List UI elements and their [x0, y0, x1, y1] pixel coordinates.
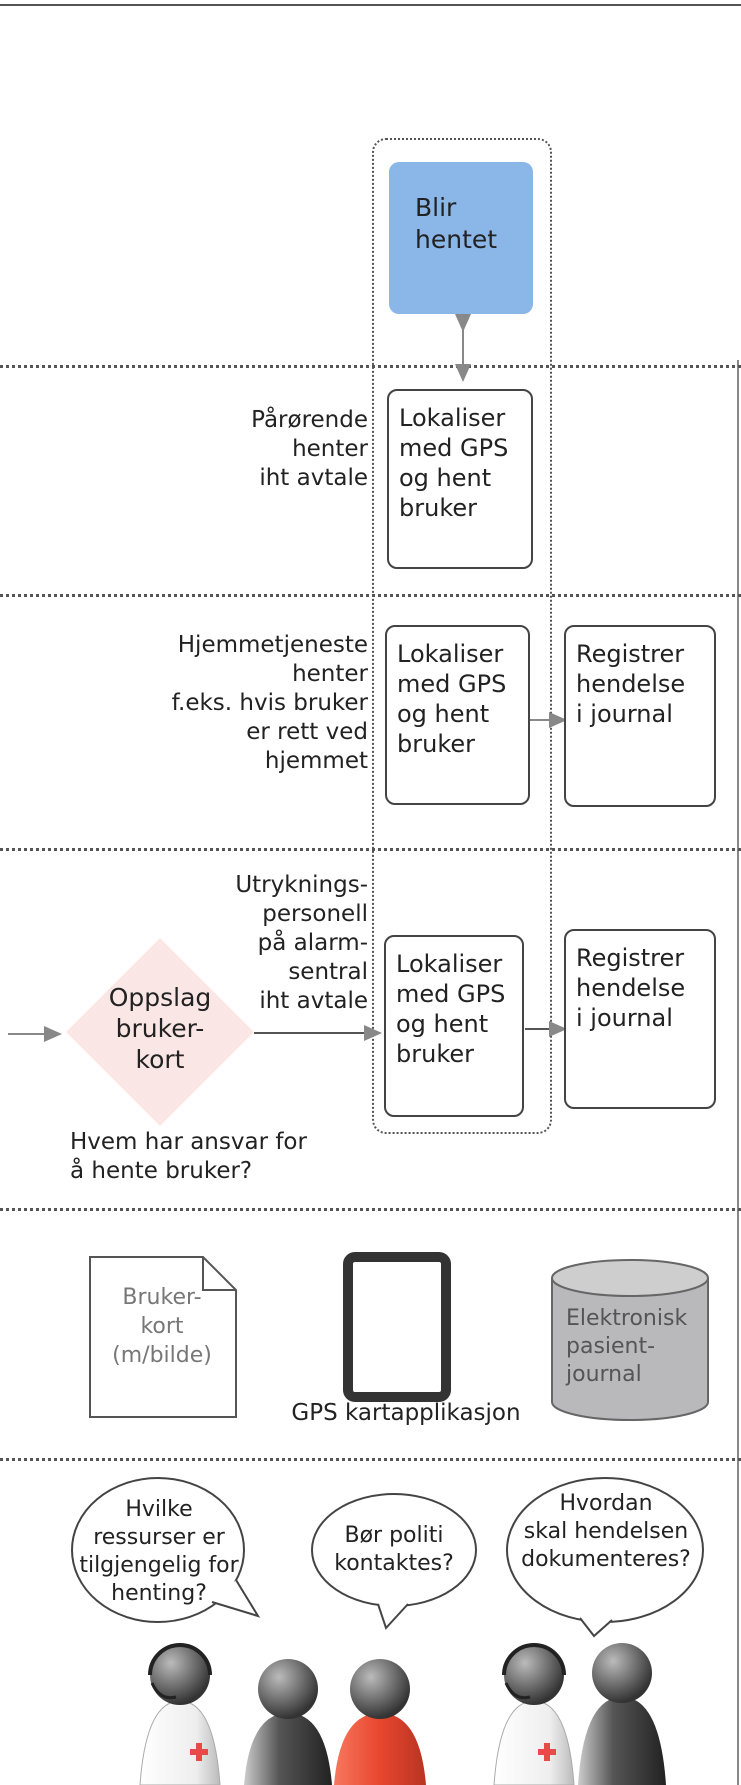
gps-caption: GPS kartapplikasjon — [291, 1400, 521, 1426]
lane3-label: Utryknings- personell på alarm- sentral … — [235, 872, 368, 1014]
people-figures — [139, 1643, 666, 1785]
bubble-2-shape — [311, 1493, 477, 1630]
lane2-locate-box: Lokaliser med GPS og hent bruker — [385, 625, 530, 805]
bubble-2-text: Bør politi kontaktes? — [334, 1523, 454, 1576]
database-label: Elektronisk pasient- journal — [566, 1306, 688, 1387]
lane2-register-box: Registrer hendelse i journal — [564, 625, 716, 807]
responsibility-question: Hvem har ansvar for å hente bruker? — [70, 1129, 307, 1184]
document-label: Bruker- kort (m/bilde) — [112, 1285, 212, 1368]
bubble-3-shape — [506, 1477, 704, 1638]
lane-separator-2 — [0, 594, 741, 597]
bubble-3-text: Hvordan skal hendelsen dokumenteres? — [521, 1491, 691, 1572]
lane-separator-5 — [0, 1458, 741, 1461]
speech-bubbles — [71, 1477, 704, 1638]
lane-separator-3 — [0, 848, 741, 851]
person-icon — [578, 1643, 666, 1785]
document-icon — [89, 1256, 237, 1418]
lane1-locate-box: Lokaliser med GPS og hent bruker — [387, 389, 533, 569]
lane1-label: Pårørende henter iht avtale — [251, 407, 368, 491]
lookup-diamond — [66, 938, 254, 1126]
diamond-label: Oppslag bruker- kort — [108, 983, 212, 1074]
lane3-register-box: Registrer hendelse i journal — [564, 929, 716, 1109]
person-icon — [334, 1659, 426, 1785]
top-border — [0, 4, 741, 6]
tablet-icon — [343, 1252, 451, 1402]
bubble-1-shape — [71, 1477, 261, 1623]
database-icon — [551, 1259, 709, 1421]
right-border — [737, 360, 739, 1785]
person-icon — [244, 1659, 332, 1785]
person-icon — [493, 1643, 575, 1785]
bubble-1-text: Hvilke ressurser er tilgjengelig for hen… — [79, 1497, 239, 1606]
blir-hentet-box: Blir hentet — [389, 162, 533, 314]
person-icon — [139, 1643, 221, 1785]
lane-separator-4 — [0, 1208, 741, 1211]
gps-group-outline — [372, 138, 552, 1134]
lane-separator-1 — [0, 365, 741, 368]
lane3-locate-box: Lokaliser med GPS og hent bruker — [384, 935, 524, 1117]
lane2-label: Hjemmetjeneste henter f.eks. hvis bruker… — [171, 632, 368, 774]
